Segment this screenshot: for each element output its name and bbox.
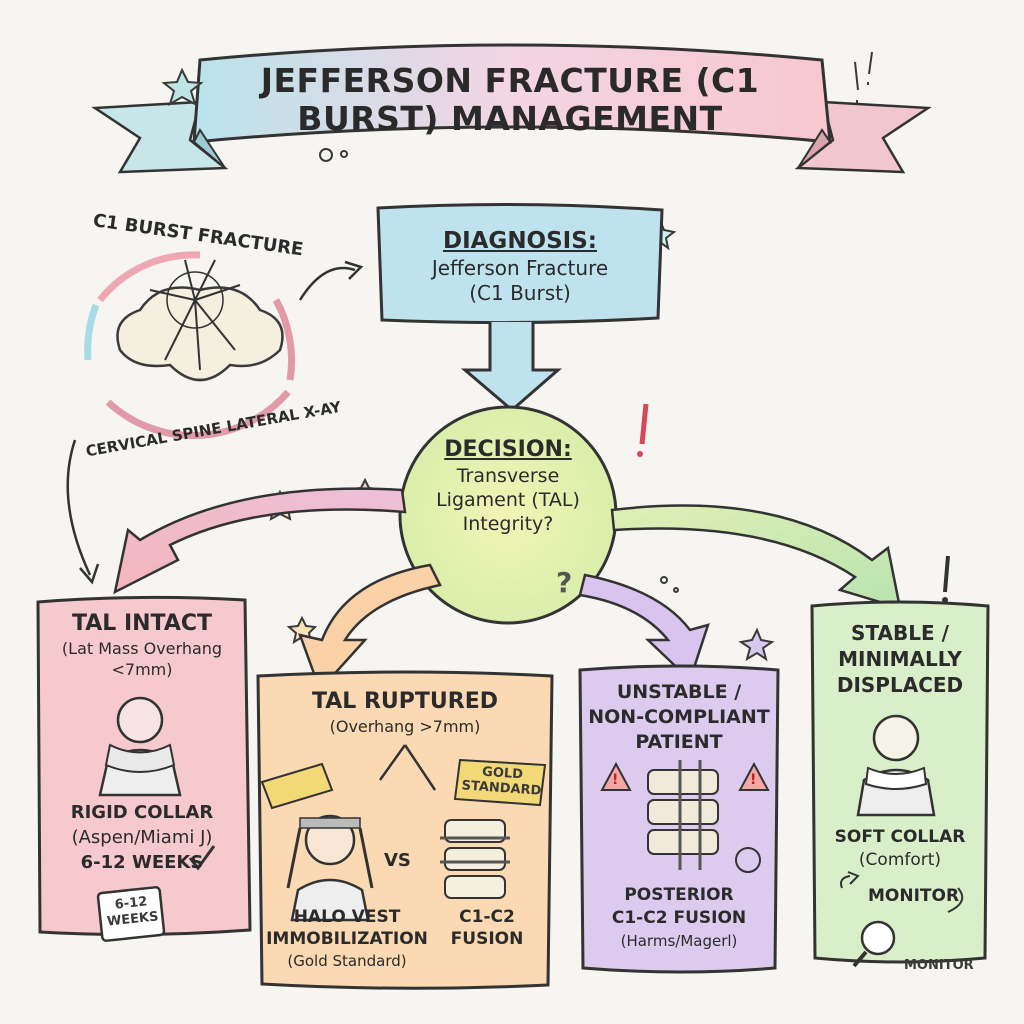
decision-line-2: Ligament (TAL)	[436, 489, 580, 511]
tal-intact-header: TAL INTACT (Lat Mass Overhang <7mm)	[42, 610, 242, 680]
stable-heading-2: MINIMALLY	[838, 647, 962, 671]
tal-intact-sub-1: (Lat Mass Overhang	[61, 639, 223, 658]
stable-header: STABLE / MINIMALLY DISPLACED	[815, 620, 985, 698]
tal-intact-heading: TAL INTACT	[71, 611, 213, 636]
branch-arrows	[113, 487, 902, 693]
decision-line-1: Transverse	[456, 465, 560, 487]
tal-ruptured-sub: (Overhang >7mm)	[329, 717, 481, 736]
versus-label: VS	[384, 850, 411, 871]
tal-intact-treatment-2: (Aspen/Miami J)	[71, 827, 213, 848]
fusion-line-1: C1-C2	[459, 907, 515, 927]
tal-intact-treatment: RIGID COLLAR (Aspen/Miami J) 6-12 WEEKS	[42, 800, 242, 875]
decision-content: DECISION: Transverse Ligament (TAL) Inte…	[410, 436, 606, 536]
decision-heading: DECISION:	[444, 437, 572, 462]
decision-line-3: Integrity?	[462, 513, 554, 535]
title-ribbon	[91, 43, 932, 174]
stable-heading-3: DISPLACED	[836, 673, 964, 697]
unstable-header: UNSTABLE / NON-COMPLIANT PATIENT	[584, 680, 774, 755]
diagnosis-content: DIAGNOSIS: Jefferson Fracture (C1 Burst)	[385, 226, 655, 306]
unstable-treatment-1: POSTERIOR	[624, 885, 734, 905]
halo-line-2: IMMOBILIZATION	[266, 929, 428, 949]
tal-intact-treatment-1: RIGID COLLAR	[70, 802, 214, 823]
diagnosis-line-1: Jefferson Fracture	[431, 256, 609, 280]
warning-icon-left: !	[612, 772, 619, 788]
monitor-icon-label: MONITOR	[904, 958, 974, 973]
stable-box	[810, 600, 990, 968]
stable-treatment-2: (Comfort)	[858, 850, 942, 870]
unstable-heading-2: NON-COMPLIANT	[588, 706, 770, 728]
tal-intact-sub-2: <7mm)	[111, 660, 173, 679]
halo-line-1: HALO VEST	[293, 907, 401, 927]
page-title: JEFFERSON FRACTURE (C1 BURST) MANAGEMENT	[260, 61, 760, 138]
unstable-treatment: POSTERIOR C1-C2 FUSION (Harms/Magerl)	[584, 884, 774, 953]
tal-ruptured-header: TAL RUPTURED (Overhang >7mm)	[262, 688, 548, 737]
warning-icon-right: !	[750, 772, 757, 788]
tal-ruptured-box	[256, 670, 554, 990]
stable-treatment: SOFT COLLAR (Comfort)	[815, 826, 985, 872]
calendar-icon: 6-12 WEEKS	[100, 893, 163, 931]
gold-standard-badge: GOLD STANDARD	[461, 763, 543, 799]
unstable-heading-1: UNSTABLE /	[616, 681, 742, 703]
xray-to-tal-intact-arrow	[66, 439, 92, 576]
stable-treatment-1: SOFT COLLAR	[834, 827, 966, 847]
stable-heading-1: STABLE /	[851, 621, 949, 645]
halo-vest-option: HALO VEST IMMOBILIZATION (Gold Standard)	[262, 906, 432, 972]
diagnosis-line-2: (C1 Burst)	[469, 281, 571, 305]
fusion-option: C1-C2 FUSION	[432, 906, 542, 950]
tal-intact-duration: 6-12 WEEKS	[80, 852, 204, 873]
halo-line-3: (Gold Standard)	[287, 952, 407, 970]
unstable-treatment-3: (Harms/Magerl)	[620, 932, 738, 950]
tal-intact-box	[36, 595, 252, 942]
unstable-treatment-2: C1-C2 FUSION	[611, 908, 747, 928]
xray-to-diagnosis-arrow	[298, 266, 356, 301]
unstable-box	[578, 664, 780, 974]
xray-illustration	[84, 251, 296, 440]
stable-monitor-label: MONITOR	[868, 886, 960, 906]
unstable-heading-3: PATIENT	[635, 731, 723, 753]
diagnosis-heading: DIAGNOSIS:	[442, 228, 597, 254]
diagnosis-box	[376, 202, 664, 412]
tal-ruptured-heading: TAL RUPTURED	[311, 689, 499, 714]
question-mark-icon: ?	[556, 566, 573, 599]
fusion-line-2: FUSION	[450, 929, 524, 949]
